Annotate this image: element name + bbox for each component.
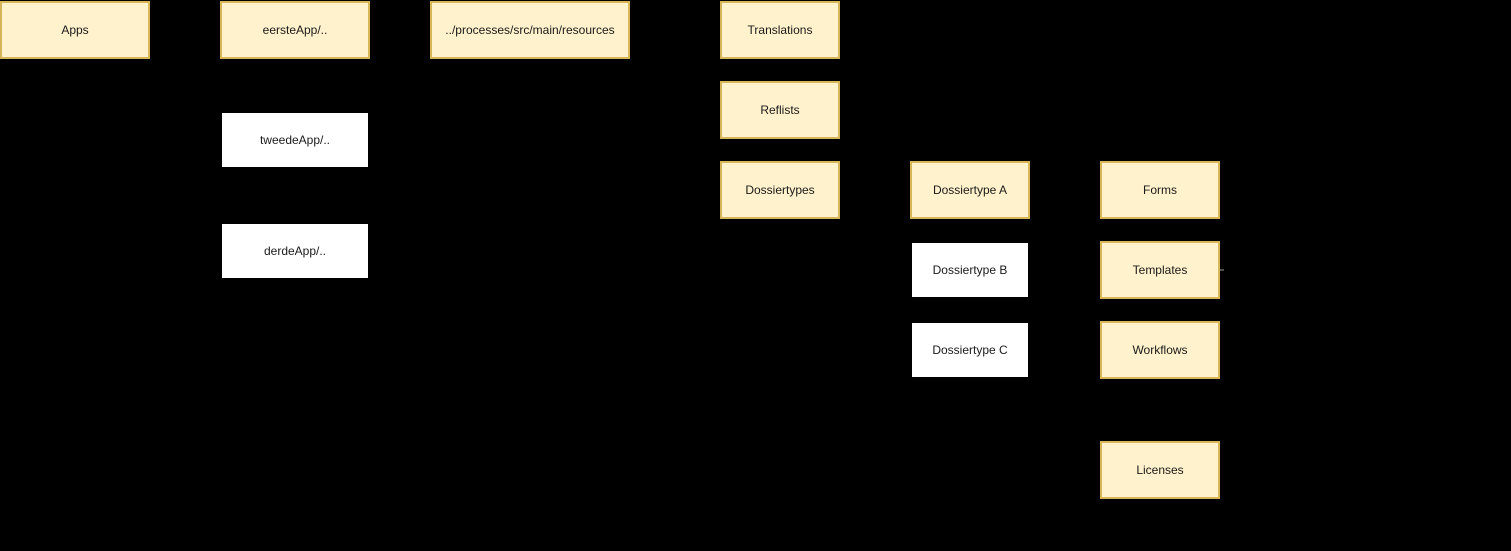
node-apps: Apps: [0, 1, 150, 59]
connector-stub: [1220, 269, 1224, 271]
node-dossiertype-c: Dossiertype C: [910, 321, 1030, 379]
node-tweedeapp-label: tweedeApp/..: [259, 132, 331, 147]
node-dossiertypes-label: Dossiertypes: [745, 182, 815, 197]
node-translations: Translations: [720, 1, 840, 59]
node-licenses-label: Licenses: [1136, 462, 1184, 477]
node-eersteapp: eersteApp/..: [220, 1, 370, 59]
node-dossiertype-a-label: Dossiertype A: [932, 182, 1008, 197]
node-processes-resources: ../processes/src/main/resources: [430, 1, 630, 59]
node-reflists-label: Reflists: [760, 102, 800, 117]
node-workflows-label: Workflows: [1132, 342, 1188, 357]
node-translations-label: Translations: [747, 22, 813, 37]
node-derdeapp: derdeApp/..: [220, 222, 370, 280]
node-templates-label: Templates: [1132, 262, 1188, 277]
node-eersteapp-label: eersteApp/..: [262, 22, 328, 37]
node-apps-label: Apps: [61, 22, 89, 37]
node-processes-resources-label: ../processes/src/main/resources: [445, 22, 615, 37]
node-forms-label: Forms: [1143, 182, 1177, 197]
node-derdeapp-label: derdeApp/..: [263, 243, 327, 258]
node-dossiertype-b-label: Dossiertype B: [932, 262, 1008, 277]
node-templates: Templates: [1100, 241, 1220, 299]
node-workflows: Workflows: [1100, 321, 1220, 379]
node-forms: Forms: [1100, 161, 1220, 219]
node-dossiertypes: Dossiertypes: [720, 161, 840, 219]
node-tweedeapp: tweedeApp/..: [220, 111, 370, 169]
node-dossiertype-a: Dossiertype A: [910, 161, 1030, 219]
node-dossiertype-b: Dossiertype B: [910, 241, 1030, 299]
node-dossiertype-c-label: Dossiertype C: [932, 342, 1008, 357]
node-licenses: Licenses: [1100, 441, 1220, 499]
node-reflists: Reflists: [720, 81, 840, 139]
